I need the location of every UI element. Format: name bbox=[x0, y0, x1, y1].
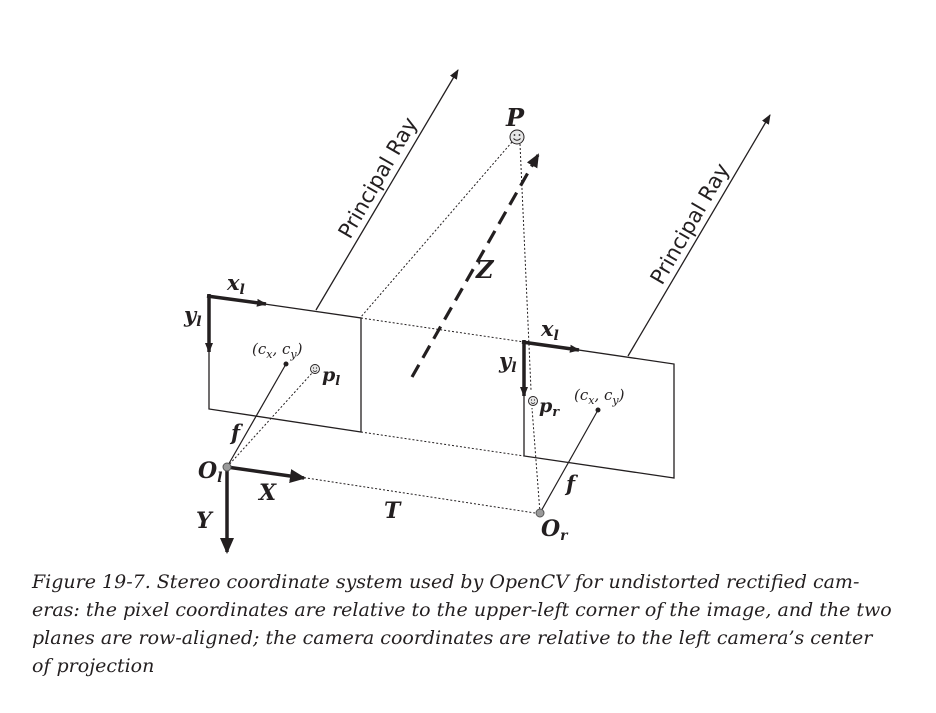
right-camera-center bbox=[535, 508, 545, 518]
left-y-axis-label: yl bbox=[183, 302, 202, 330]
pr-smiley-icon bbox=[528, 396, 538, 406]
world-x-axis-arrow bbox=[226, 465, 306, 483]
caption-line-4: of projection bbox=[32, 655, 155, 677]
baseline-label: T bbox=[384, 498, 402, 524]
plane-top-alignment-line bbox=[360, 317, 525, 343]
left-principal-ray-label: Principal Ray bbox=[334, 113, 423, 242]
right-origin-label: Or bbox=[541, 516, 569, 544]
pl-smiley-icon bbox=[310, 364, 320, 374]
right-principal-ray bbox=[627, 114, 771, 357]
right-ray-to-pr bbox=[531, 407, 541, 514]
plane-bottom-alignment-line bbox=[360, 431, 525, 457]
right-principal-point bbox=[595, 407, 601, 413]
figure-caption: Figure 19-7. Stereo coordinate system us… bbox=[32, 568, 922, 680]
left-x-axis-label: xl bbox=[226, 270, 245, 298]
right-x-axis-arrow bbox=[521, 340, 580, 353]
caption-line-2: eras: the pixel coordinates are relative… bbox=[32, 599, 892, 621]
left-image-point-label: pl bbox=[322, 364, 340, 389]
depth-arrow bbox=[410, 153, 540, 378]
point-p-smiley-icon bbox=[509, 129, 525, 145]
left-ray-to-pl bbox=[226, 371, 314, 468]
left-camera-center bbox=[222, 462, 232, 472]
right-y-axis-label: yl bbox=[498, 348, 517, 376]
point-p-label: P bbox=[505, 103, 525, 132]
left-principal-ray bbox=[315, 69, 459, 311]
world-x-label: X bbox=[257, 480, 277, 506]
right-principal-ray-label: Principal Ray bbox=[646, 159, 735, 288]
baseline-line bbox=[299, 476, 536, 514]
left-origin-label: Ol bbox=[198, 458, 223, 486]
right-x-axis-label: xl bbox=[540, 316, 559, 344]
right-focal-line bbox=[539, 409, 599, 514]
right-image-point-label: pr bbox=[539, 395, 560, 420]
stereo-coordinate-diagram: P Principal Ray Principal Ray Z T xl yl … bbox=[183, 69, 771, 554]
caption-line-1: Figure 19-7. Stereo coordinate system us… bbox=[32, 571, 860, 593]
left-principal-point bbox=[283, 361, 289, 367]
left-principal-point-label: (cx, cy) bbox=[252, 340, 303, 361]
right-principal-point-label: (cx, cy) bbox=[574, 386, 625, 407]
left-x-axis-arrow bbox=[206, 294, 267, 307]
caption-line-3: planes are row-aligned; the camera coord… bbox=[32, 627, 873, 649]
world-y-label: Y bbox=[196, 508, 214, 534]
left-focal-line bbox=[226, 363, 287, 468]
depth-label: Z bbox=[475, 255, 495, 284]
right-image-plane bbox=[523, 341, 675, 479]
right-focal-label: f bbox=[564, 471, 579, 496]
left-projection-line bbox=[359, 141, 513, 319]
